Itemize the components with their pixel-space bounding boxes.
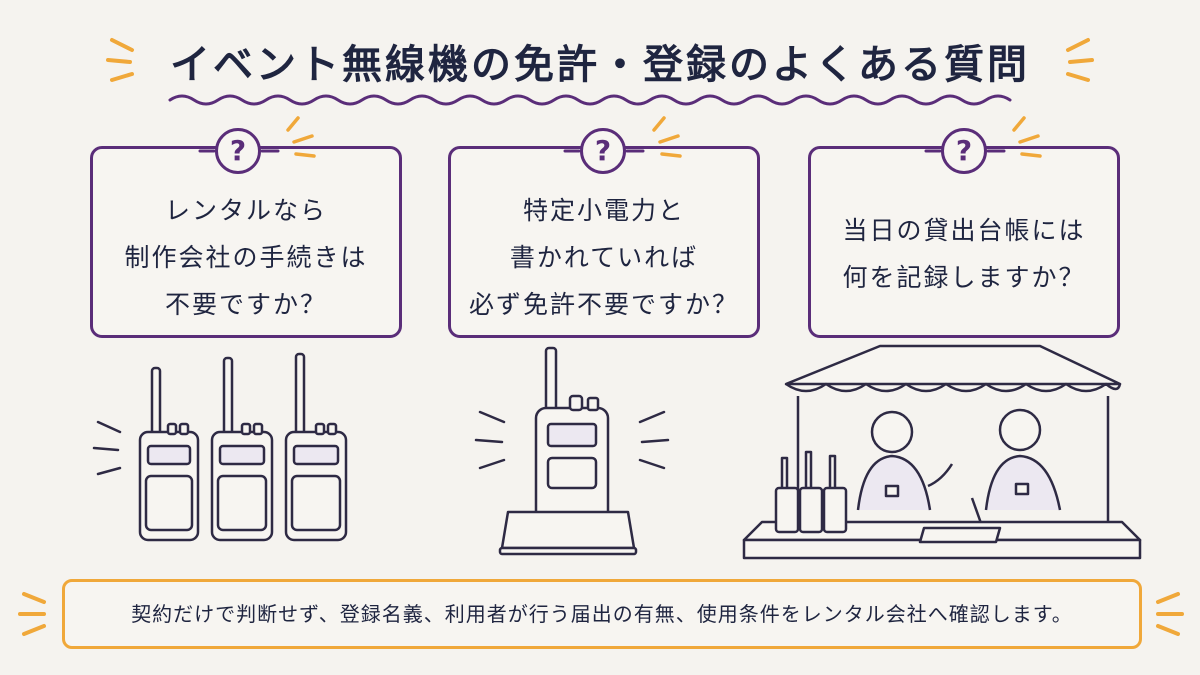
question-card-2: 特定小電力と 書かれていれば 必ず免許不要ですか？ bbox=[448, 146, 760, 338]
question-line: 不要ですか？ bbox=[164, 290, 327, 319]
question-line: 制作会社の手続きは bbox=[124, 243, 368, 272]
question-card-2-text: 特定小電力と 書かれていれば 必ず免許不要ですか？ bbox=[451, 187, 757, 328]
question-card-1: レンタルなら 制作会社の手続きは 不要ですか？ bbox=[90, 146, 402, 338]
question-line: 必ず免許不要ですか？ bbox=[468, 290, 739, 319]
question-line: 特定小電力と bbox=[522, 196, 685, 225]
question-mark-icon: ? bbox=[580, 128, 626, 174]
page-title: イベント無線機の免許・登録のよくある質問 bbox=[170, 42, 1030, 88]
question-card-1-text: レンタルなら 制作会社の手続きは 不要ですか？ bbox=[93, 187, 399, 328]
question-line: 当日の貸出台帳には bbox=[842, 216, 1086, 245]
question-mark-icon: ? bbox=[941, 128, 987, 174]
question-card-3-text: 当日の貸出台帳には 何を記録しますか？ bbox=[811, 207, 1117, 301]
question-mark-icon: ? bbox=[215, 128, 261, 174]
question-line: 書かれていれば bbox=[509, 243, 699, 272]
question-line: レンタルなら bbox=[164, 196, 327, 225]
summary-note: 契約だけで判断せず、登録名義、利用者が行う届出の有無、使用条件をレンタル会社へ確… bbox=[62, 579, 1142, 649]
question-line: 何を記録しますか？ bbox=[842, 263, 1086, 292]
question-card-3: 当日の貸出台帳には 何を記録しますか？ bbox=[808, 146, 1120, 338]
